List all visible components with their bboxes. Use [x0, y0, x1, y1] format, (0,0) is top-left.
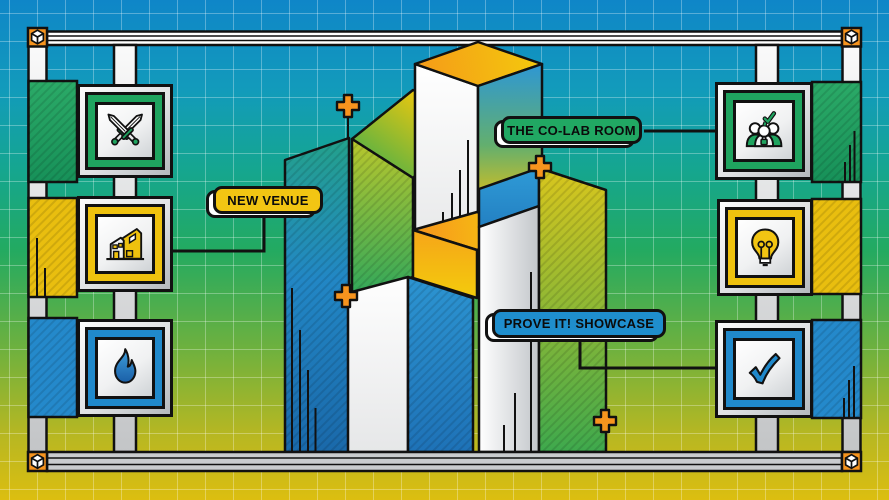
corner-cube-bottom-left [26, 450, 49, 473]
cube-icon [31, 32, 44, 44]
side-panels [27, 79, 863, 420]
label-new-venue-text: NEW VENUE [227, 192, 309, 208]
plus-marker [527, 154, 553, 180]
tile-building [77, 196, 173, 292]
tile-face [95, 214, 155, 274]
label-new-venue: NEW VENUE [213, 186, 323, 214]
rooftop-antennas-e [291, 288, 317, 452]
corner-cube-top-right [840, 26, 863, 48]
cube-icon [31, 457, 44, 469]
tile-ring [723, 90, 805, 172]
corner-cube-bottom-right [840, 450, 863, 473]
label-co-lab-room-text: THE CO-LAB ROOM [507, 122, 636, 138]
callout-connectors [173, 129, 716, 370]
team-check-icon [745, 111, 783, 148]
label-co-lab-room: THE CO-LAB ROOM [501, 116, 642, 144]
bottom-rail [45, 450, 844, 473]
building-cluster [283, 40, 608, 454]
flame-icon [113, 348, 137, 384]
panel-antenna-lines [36, 131, 856, 417]
building-icon [106, 227, 144, 260]
corner-cubes [26, 26, 863, 473]
tile-face [735, 217, 795, 278]
tile-flame [77, 319, 173, 417]
tile-face [95, 337, 155, 399]
connector-new-venue [173, 216, 266, 253]
label-prove-it-showcase: PROVE IT! SHOWCASE [492, 309, 666, 338]
tile-checkmark [715, 320, 813, 418]
tile-face [733, 338, 795, 400]
tile-face [95, 102, 155, 160]
corner-cube-top-left [26, 26, 49, 48]
crossed-swords-icon [107, 113, 143, 146]
lightbulb-icon [750, 228, 780, 266]
rooftop-antennas-a [442, 140, 469, 222]
tile-ring [85, 204, 165, 284]
plus-markers [333, 93, 618, 434]
tile-ring [85, 327, 165, 409]
tile-lightbulb [717, 199, 813, 296]
cube-icon [845, 32, 858, 44]
tile-crossed-swords [77, 84, 173, 178]
tile-ring [85, 92, 165, 170]
top-rail [45, 30, 844, 47]
rooftop-antennas-h [503, 272, 532, 452]
cube-icon [845, 457, 858, 469]
connector-prove-it [578, 339, 716, 370]
tile-face [733, 100, 795, 162]
tile-ring [723, 328, 805, 410]
plus-marker [333, 283, 359, 309]
checkmark-icon [748, 352, 781, 385]
tile-team-check [715, 82, 813, 180]
tile-ring [725, 207, 805, 288]
plus-marker [335, 93, 361, 119]
label-prove-it-showcase-text: PROVE IT! SHOWCASE [503, 316, 655, 331]
plus-marker [592, 408, 618, 434]
